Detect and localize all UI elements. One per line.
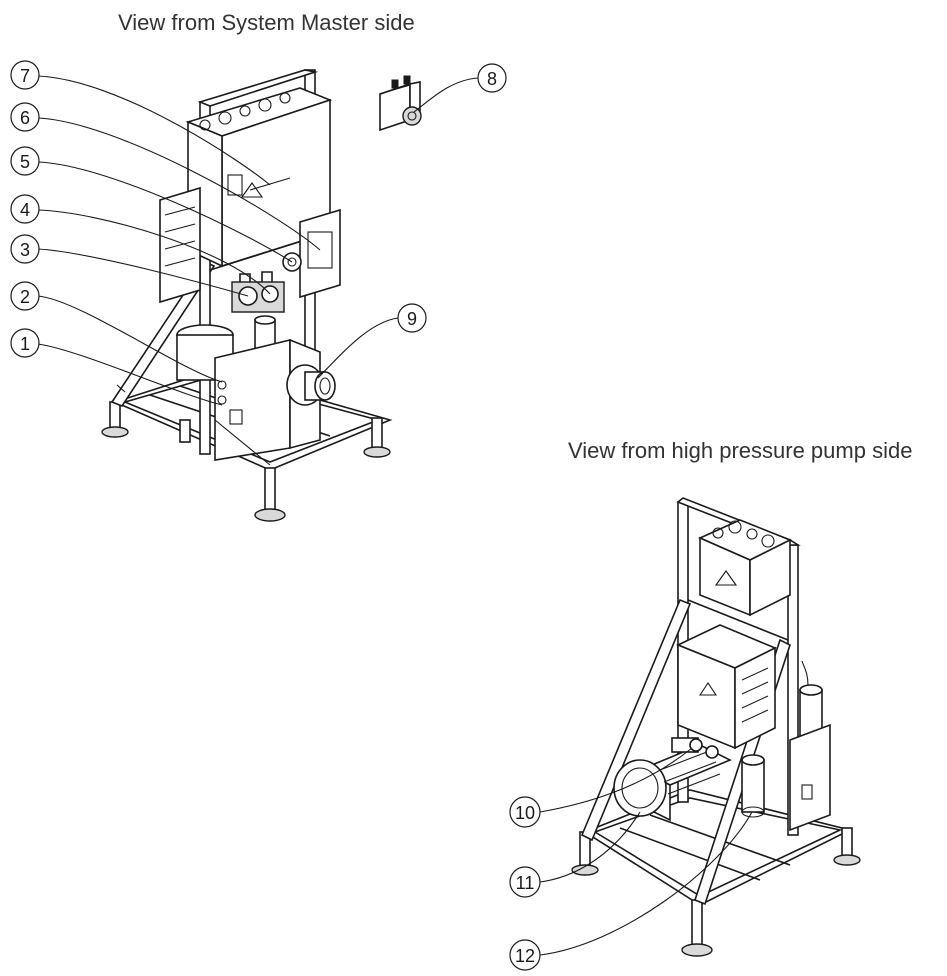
callout-1-label: 1 [20,334,30,354]
leader-3 [37,248,249,297]
callout-6: 6 [10,102,40,132]
callout-3: 3 [10,234,40,264]
leader-7 [37,75,271,186]
leader-8 [413,77,479,113]
leader-4 [37,209,271,295]
left-control-box [185,87,333,268]
callout-1: 1 [10,328,40,358]
callout-9: 9 [397,303,427,333]
left-machine-drawing [101,69,422,522]
left-valve-block [231,271,285,313]
callout-6-label: 6 [20,108,30,128]
right-fittings [689,738,719,759]
left-diagonal-brace [110,260,216,407]
callout-12: 12 [509,939,541,971]
callout-8-label: 8 [487,69,497,89]
leader-11 [539,811,641,883]
callout-5: 5 [10,146,40,176]
right-filter [741,754,765,818]
leader-12 [539,811,753,956]
right-accumulator [789,660,831,832]
right-side-cabinet [676,624,777,750]
callout-7: 7 [10,60,40,90]
right-view-title: View from high pressure pump side [568,438,913,463]
left-motor [286,364,336,406]
leader-5 [37,161,293,263]
callout-2-label: 2 [20,287,30,307]
leader-2 [37,295,223,383]
leader-6 [37,117,321,251]
leader-1 [37,343,223,406]
left-side-panel [159,186,201,304]
selector-switch-component [379,75,422,132]
callout-4: 4 [10,194,40,224]
callout-2: 2 [10,281,40,311]
callout-11-label: 11 [516,873,535,893]
callout-3-label: 3 [20,240,30,260]
leader-9 [317,317,399,379]
callout-8: 8 [477,63,507,93]
callout-11: 11 [509,866,541,898]
left-view-title: View from System Master side [118,10,415,35]
leader-10 [539,747,693,813]
callout-10: 10 [509,796,541,828]
callout-10-label: 10 [515,803,535,823]
callout-9-label: 9 [407,309,417,329]
right-control-box [698,519,792,617]
callout-5-label: 5 [20,152,30,172]
callout-leaders [37,75,753,956]
callout-4-label: 4 [20,200,30,220]
callout-7-label: 7 [20,66,30,86]
right-machine-drawing [571,497,861,957]
callout-12-label: 12 [515,946,535,966]
